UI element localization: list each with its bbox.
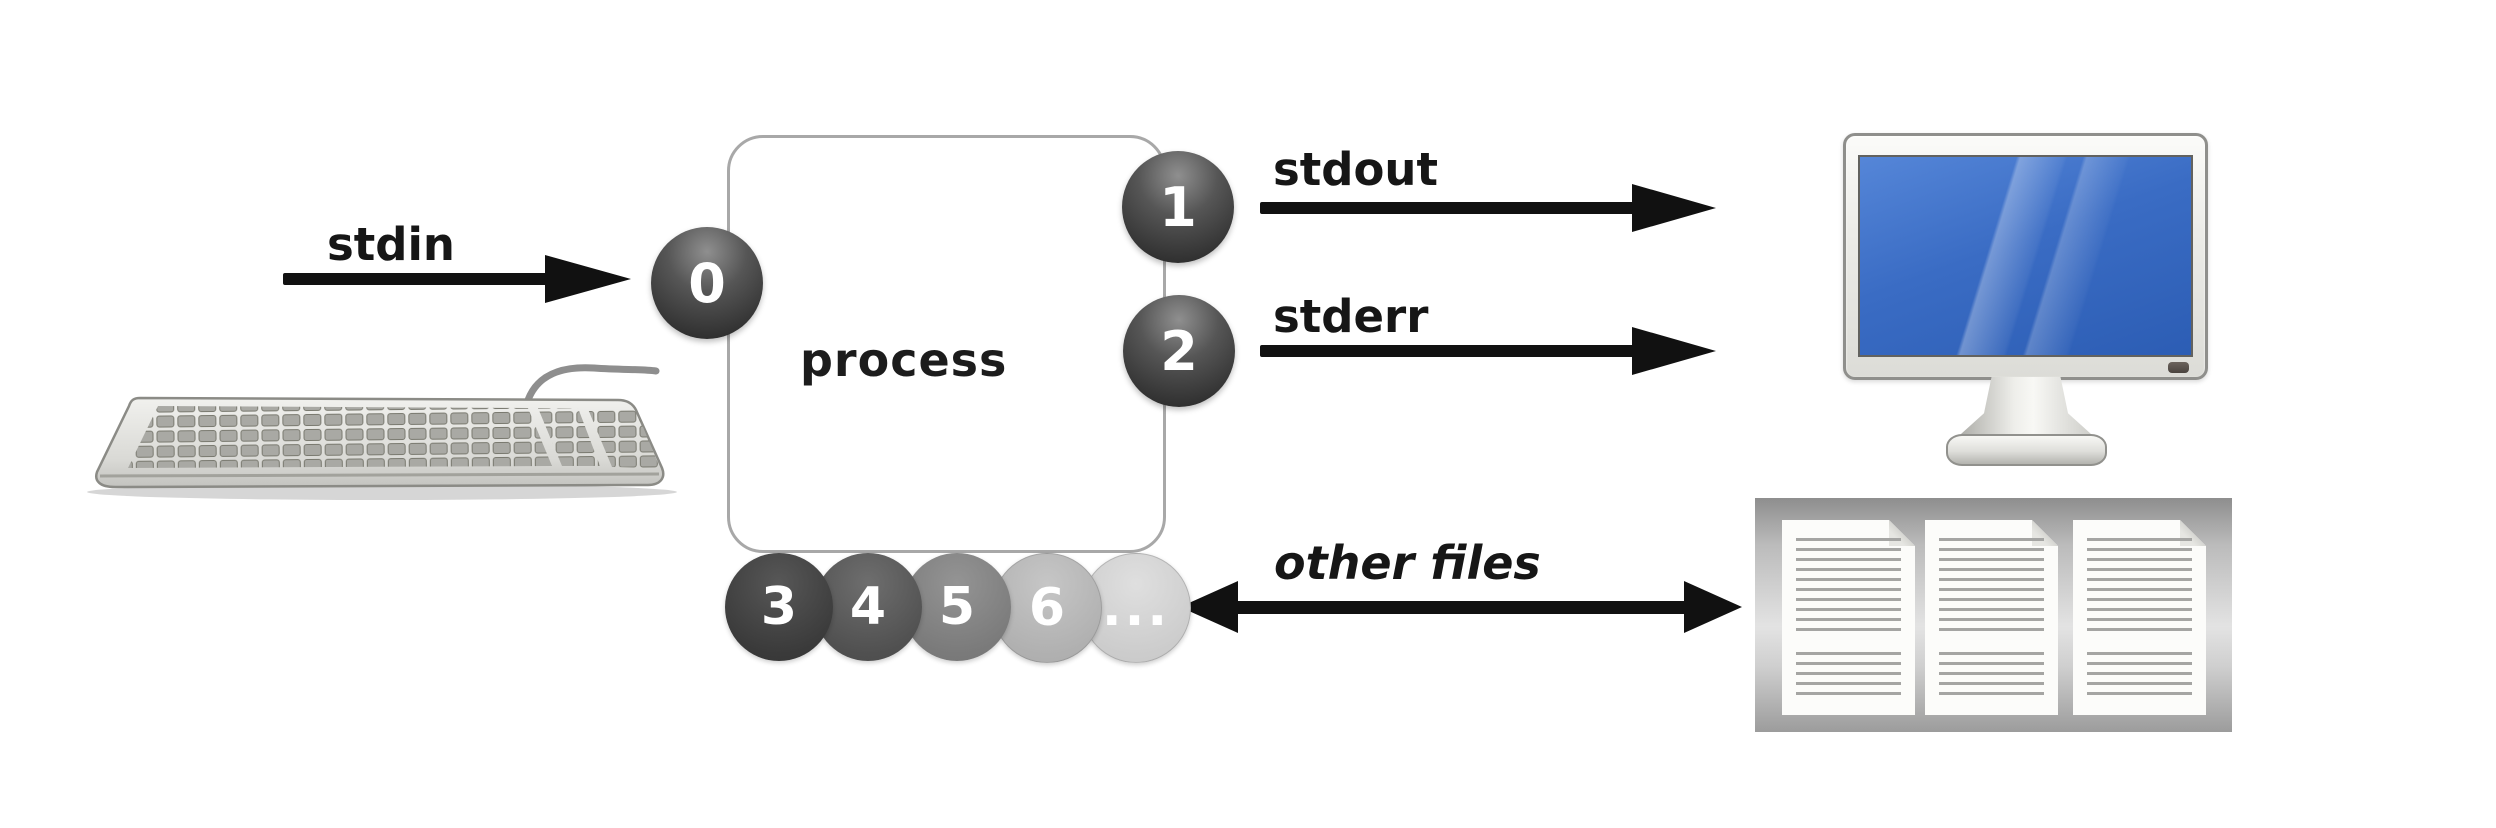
other-files-arrow bbox=[1180, 581, 1742, 633]
stdin-arrow bbox=[283, 253, 633, 305]
document-page bbox=[1782, 520, 1915, 715]
monitor-power-button-icon bbox=[2168, 362, 2189, 373]
page-text-lines bbox=[1939, 652, 2044, 702]
process-box bbox=[727, 135, 1166, 553]
other-files-right-arrowhead-icon bbox=[1684, 581, 1742, 633]
stdin-arrowhead-icon bbox=[545, 255, 631, 303]
page-text-lines bbox=[2087, 652, 2192, 702]
document-page bbox=[2073, 520, 2206, 715]
stderr-label: stderr bbox=[1273, 290, 1429, 343]
keyboard-cable bbox=[524, 364, 660, 404]
monitor-screen bbox=[1858, 155, 2193, 357]
stderr-arrow-shaft bbox=[1260, 345, 1638, 357]
document-page bbox=[1925, 520, 2058, 715]
stdout-arrowhead-icon bbox=[1632, 184, 1716, 232]
stdout-arrow-shaft bbox=[1260, 202, 1638, 214]
fd-3-circle: 3 bbox=[725, 553, 833, 661]
fd-2-circle: 2 bbox=[1123, 295, 1235, 407]
stderr-arrow bbox=[1260, 325, 1718, 377]
keyboard-main-keys bbox=[128, 406, 552, 468]
other-files-arrow-shaft bbox=[1232, 601, 1690, 614]
page-text-lines bbox=[1796, 538, 1901, 638]
keyboard-front-edge bbox=[99, 472, 660, 478]
other-files-label: other files bbox=[1274, 536, 1541, 590]
stdin-arrow-shaft bbox=[283, 273, 551, 285]
stdin-label: stdin bbox=[327, 218, 455, 271]
keyboard-numpad-keys bbox=[588, 409, 660, 468]
stdout-label: stdout bbox=[1273, 143, 1438, 196]
documents-icon bbox=[1755, 498, 2232, 732]
keyboard-shadow bbox=[87, 484, 677, 500]
monitor-icon bbox=[1843, 133, 2208, 478]
fd-4-circle: 4 bbox=[814, 553, 922, 661]
stderr-arrowhead-icon bbox=[1632, 327, 1716, 375]
monitor-stand-base bbox=[1946, 434, 2107, 466]
page-text-lines bbox=[1796, 652, 1901, 702]
fd-0-circle: 0 bbox=[651, 227, 763, 339]
keyboard-icon bbox=[87, 364, 677, 500]
keyboard-nav-keys bbox=[538, 408, 600, 466]
process-label: process bbox=[800, 333, 1008, 387]
page-text-lines bbox=[1939, 538, 2044, 638]
page-text-lines bbox=[2087, 538, 2192, 638]
fd-1-circle: 1 bbox=[1122, 151, 1234, 263]
stdout-arrow bbox=[1260, 182, 1718, 234]
